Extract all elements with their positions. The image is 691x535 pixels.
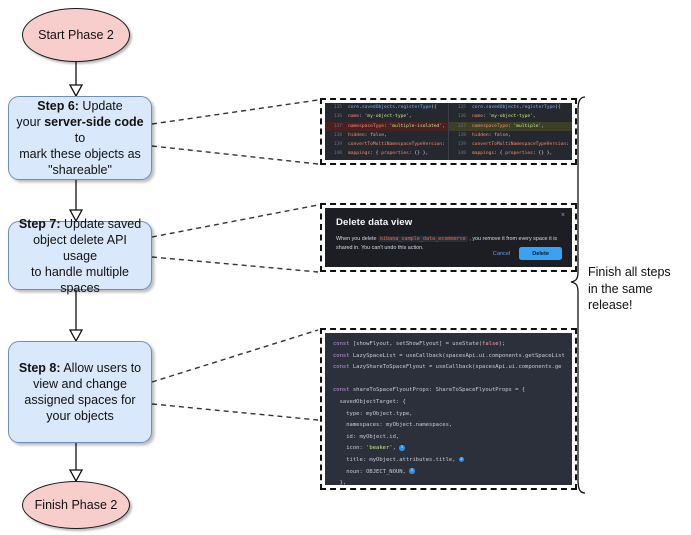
diff-line: 137 namespaceType: 'multiple', xyxy=(449,121,572,131)
diff-line: 138 hidden: false, xyxy=(449,131,572,140)
diff-line-code: hidden: false, xyxy=(472,132,511,138)
diff-line-number: 135 xyxy=(333,105,342,110)
step-6-line-4: "shareable" xyxy=(48,163,112,177)
code-line: namespaces: myObject.namespaces, xyxy=(333,422,453,429)
close-icon[interactable]: × xyxy=(560,212,565,219)
step-6-line-2: your server-side code to xyxy=(16,115,144,145)
diff-line-code: core.savedObjects.registerType({ xyxy=(472,105,561,110)
diff-line-number: 141 xyxy=(449,159,469,160)
step-8-line-4: your objects xyxy=(46,409,114,423)
callout-badge-3: 3 xyxy=(409,468,415,474)
diff-line: 137 namespaceType: 'multiple-isolated', xyxy=(325,121,448,131)
modal-footer: Cancel Delete xyxy=(493,247,562,260)
release-note-line-2: in the same xyxy=(588,281,653,296)
diff-line-code: namespaceType: 'multiple-isolated', xyxy=(348,123,445,129)
code-line: id: myObject.id, xyxy=(333,433,400,440)
diff-line-code: name: 'my-object-type', xyxy=(348,114,412,120)
diff-pane-after: 135 core.savedObjects.registerType({ 136 n… xyxy=(448,103,572,160)
code-line: title: myObject.attributes.title, 2 xyxy=(333,456,465,463)
diff-pane-before: 135 core.savedObjects.registerType({ 136 n… xyxy=(325,103,448,160)
step-6-line-1: Step 6: Update xyxy=(37,99,123,113)
modal-title: Delete data view xyxy=(336,217,413,228)
diff-line-number: 138 xyxy=(457,132,466,138)
step-7-line-2: object delete API usage xyxy=(33,232,127,263)
screenshot-delete-dialog: Delete data view × When you delete kiban… xyxy=(320,203,577,272)
callout-badge-2: 2 xyxy=(458,456,465,463)
code-line: savedObjectTarget: { xyxy=(333,398,406,405)
code-line: const shareToSpaceFlyoutProps: ShareToSp… xyxy=(333,387,526,394)
code-line: }, xyxy=(333,480,347,485)
cancel-button[interactable]: Cancel xyxy=(492,250,511,257)
step-8-line-3: assigned spaces for xyxy=(24,393,136,407)
diff-line-code: mappings: { properties: {} }, xyxy=(472,151,553,157)
screenshot-flyout-code: const [showFlyout, setShowFlyout] = useS… xyxy=(320,328,577,490)
code-line: type: myObject.type, xyxy=(333,410,413,417)
diff-line: 136 name: 'my-object-type', xyxy=(449,112,572,121)
release-note-line-3: release! xyxy=(588,298,633,312)
code-line: noun: OBJECT_NOUN, 3 xyxy=(333,468,415,475)
diff-line: 136 name: 'my-object-type', xyxy=(325,112,448,121)
diff-line: 139 convertToMultiNamespaceTypeVersion: … xyxy=(325,140,448,149)
step-8-line-1: Step 8: Allow users to xyxy=(18,361,142,375)
diff-line-number: 137 xyxy=(333,123,342,129)
step-6-node: Step 6: Update your server-side code to … xyxy=(8,96,152,180)
diff-line-code: namespaceType: 'multiple', xyxy=(472,123,544,129)
step-7-line-1: Step 7: Update saved xyxy=(18,216,142,231)
diff-line-number: 136 xyxy=(333,114,342,120)
diff-line-number: 140 xyxy=(457,151,466,157)
delete-button[interactable]: Delete xyxy=(519,247,562,260)
diff-line-number: 139 xyxy=(457,142,466,148)
modal-body-post: , you remove it from every space it is s… xyxy=(336,236,558,252)
diff-line: 139 convertToMultiNamespaceTypeVersion: … xyxy=(449,140,572,149)
diff-line: 141}); xyxy=(325,159,448,160)
diff-line-code: name: 'my-object-type', xyxy=(472,114,536,120)
diff-line: 135 core.savedObjects.registerType({ xyxy=(325,103,448,112)
diff-viewer: 135 core.savedObjects.registerType({ 136 n… xyxy=(325,103,572,160)
diff-line-number: 141 xyxy=(325,159,345,160)
diff-line-code: core.savedObjects.registerType({ xyxy=(348,105,437,110)
code-line: icon: 'beaker', 1 xyxy=(333,445,405,452)
code-snippet: const [showFlyout, setShowFlyout] = useS… xyxy=(325,333,572,485)
diff-line: 138 hidden: false, xyxy=(325,131,448,140)
diff-line-code: }); xyxy=(469,159,480,160)
step-6-line-3: mark these objects as xyxy=(19,147,141,161)
diff-line: 135 core.savedObjects.registerType({ xyxy=(449,103,572,112)
delete-data-view-modal: Delete data view × When you delete kiban… xyxy=(325,208,572,267)
diff-line-code: mappings: { properties: {} }, xyxy=(348,151,429,157)
diff-line-number: 138 xyxy=(333,132,342,138)
diff-line-number: 140 xyxy=(333,151,342,157)
diff-line: 140 mappings: { properties: {} }, xyxy=(325,149,448,158)
diff-line-number: 135 xyxy=(457,105,466,110)
finish-node: Finish Phase 2 xyxy=(22,481,130,529)
diff-line-code: convertToMultiNamespaceTypeVersion: ' xyxy=(348,142,448,148)
release-note: Finish all steps in the same release! xyxy=(588,264,688,314)
screenshot-code-diff: 135 core.savedObjects.registerType({ 136 n… xyxy=(320,98,577,165)
release-note-line-1: Finish all steps xyxy=(588,265,671,279)
modal-body-pre: When you delete xyxy=(336,236,378,242)
finish-node-label: Finish Phase 2 xyxy=(34,498,118,512)
diff-line-code: hidden: false, xyxy=(348,132,387,138)
diff-line-number: 137 xyxy=(457,123,466,129)
start-node-label: Start Phase 2 xyxy=(38,28,114,42)
diff-line-number: 136 xyxy=(457,114,466,120)
modal-body: When you delete kibana_sample_data_ecomm… xyxy=(336,235,560,254)
step-8-line-2: view and change xyxy=(33,377,127,391)
data-view-name-chip: kibana_sample_data_ecommerce xyxy=(377,236,468,242)
diff-line: 140 mappings: { properties: {} }, xyxy=(449,149,572,158)
code-line: const LazyShareToSpaceFlyout = useCallba… xyxy=(333,364,562,371)
step-8-node: Step 8: Allow users to view and change a… xyxy=(8,341,152,443)
code-line xyxy=(325,374,572,386)
diff-line-code: convertToMultiNamespaceTypeVersion: ' xyxy=(472,142,572,148)
step-7-line-3: to handle multiple spaces xyxy=(31,264,129,295)
code-line: const [showFlyout, setShowFlyout] = useS… xyxy=(333,341,506,347)
diff-line-number: 139 xyxy=(333,142,342,148)
callout-badge-1: 1 xyxy=(399,445,405,451)
diff-line-code: }); xyxy=(345,159,356,160)
code-line: const LazySpaceList = useCallback(spaces… xyxy=(333,352,565,359)
step-7-node: Step 7: Update saved object delete API u… xyxy=(8,217,152,295)
diff-line: 141}); xyxy=(449,159,572,160)
start-node: Start Phase 2 xyxy=(22,8,130,62)
